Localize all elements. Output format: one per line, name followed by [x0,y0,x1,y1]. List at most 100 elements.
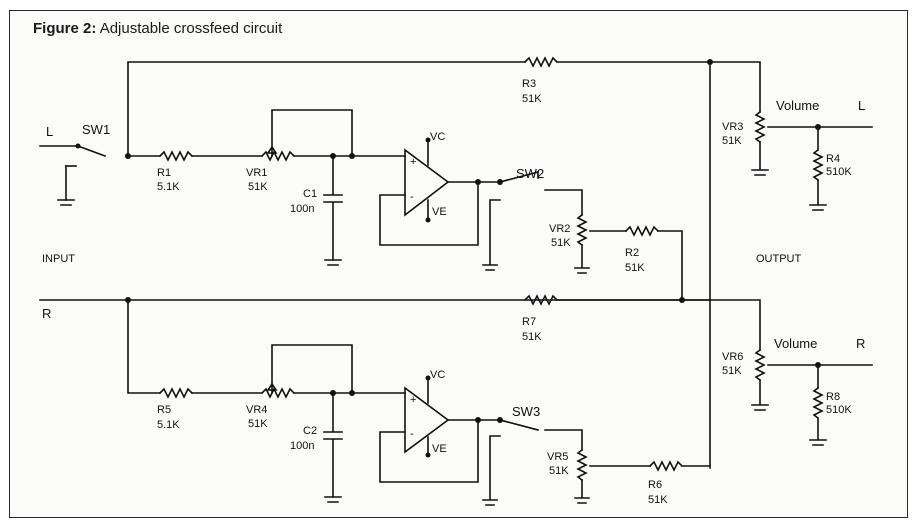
junction [707,59,713,65]
opamp-bottom-feedback [379,419,479,483]
wire [544,189,583,216]
sw1-ground [57,199,75,206]
sw3-label: SW3 [512,404,540,419]
input-label: INPUT [42,253,75,265]
vc-bottom-label: VC [430,369,445,381]
r3-resistor [524,57,558,67]
junction [330,153,336,159]
junction [349,153,355,159]
volume-bottom-label: Volume [774,336,817,351]
vr1-name: VR1 [246,167,267,179]
wire [657,230,683,301]
r5-name: R5 [157,404,171,416]
wire [127,61,526,157]
wire [556,299,761,351]
opamp-top-minus: - [410,191,414,203]
c1-ground [324,259,342,266]
sw3-blade [499,419,539,431]
r8-name: R8 [826,391,840,403]
vr6-ground [751,379,769,411]
sw2-ground [482,199,501,271]
bottom-channel [39,295,873,506]
volume-top-label: Volume [776,98,819,113]
wire [544,429,583,451]
vr1-potentiometer [261,151,295,161]
figure-number: Figure 2: [33,20,97,37]
c1-value: 100n [290,203,314,215]
figure-caption: Figure 2: Adjustable crossfeed circuit [33,20,282,37]
r-input-label: R [42,306,51,321]
r1-value: 5.1K [157,181,180,193]
junction [475,179,481,185]
r8-value: 510K [826,404,852,416]
junction [425,452,431,458]
opamp-bottom-minus: - [410,428,414,440]
r3-value: 51K [522,93,542,105]
ve-bottom-label: VE [432,443,447,455]
r6-resistor [649,461,683,471]
labels: L SW1 INPUT R OUTPUT R1 5.1K VR1 51K C1 … [42,78,865,506]
r7-name: R7 [522,316,536,328]
vr4-name: VR4 [246,404,267,416]
junction-dots [75,59,821,458]
junction [75,143,81,149]
vr6-name: VR6 [722,351,743,363]
sw2-label: SW2 [516,166,544,181]
l-output-label: L [858,98,865,113]
junction [349,390,355,396]
vr4-wiper-arrow [266,382,278,391]
vr2-ground [574,244,590,274]
opamp-top-plus: + [410,156,416,168]
vr1-wiper-arrow [266,145,278,154]
r8-resistor [813,387,823,419]
r2-value: 51K [625,262,645,274]
r7-value: 51K [522,331,542,343]
r4-resistor [813,149,823,181]
r6-value: 51K [648,494,668,506]
r1-resistor [159,151,193,161]
c2-ground [324,496,342,503]
r4-ground [809,179,827,211]
vr5-ground [574,479,590,504]
vr5-name: VR5 [547,451,568,463]
c2-value: 100n [290,440,314,452]
opamp-bottom [404,386,450,454]
vr3-potentiometer [755,111,765,143]
c2-name: C2 [303,425,317,437]
sw2-blade [499,171,539,183]
junction [497,417,503,423]
r3-name: R3 [522,78,536,90]
r6-name: R6 [648,479,662,491]
vr6-value: 51K [722,365,742,377]
vr2-value: 51K [551,237,571,249]
junction [125,297,131,303]
vr2-potentiometer [577,214,587,246]
vr6-potentiometer [755,349,765,381]
wire [556,61,761,113]
wire [127,299,161,394]
vr4-wiper-loop [271,344,353,394]
sw1-label: SW1 [82,122,110,137]
junction [815,362,821,368]
r8-ground [809,417,827,446]
r-output-label: R [856,336,865,351]
junction [330,390,336,396]
opamp-top-feedback [379,181,479,246]
ve-top-label: VE [432,206,447,218]
c1-capacitor [323,155,343,261]
output-label: OUTPUT [756,253,802,265]
figure-title: Adjustable crossfeed circuit [99,20,283,37]
junction [425,137,431,143]
sw1-blade [76,144,107,158]
vr5-potentiometer [577,449,587,481]
c2-capacitor [323,392,343,498]
vr4-value: 51K [248,418,268,430]
c1-name: C1 [303,188,317,200]
r2-name: R2 [625,247,639,259]
junction [475,417,481,423]
vr5-value: 51K [549,465,569,477]
figure-frame [9,10,908,518]
r5-value: 5.1K [157,419,180,431]
top-channel [39,57,873,469]
